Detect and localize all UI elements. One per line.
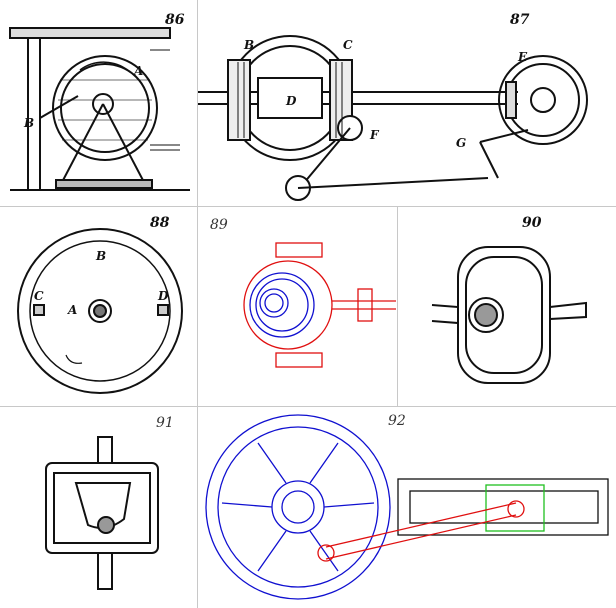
figure-88-number: 88 xyxy=(150,215,170,231)
divider-v-top xyxy=(197,0,198,206)
figure-88-label-b: B xyxy=(96,249,107,263)
figure-87-number: 87 xyxy=(510,12,530,28)
figure-87-label-b: B xyxy=(244,38,255,52)
figure-87-label-f: F xyxy=(370,128,379,142)
figure-91-number: 91 xyxy=(156,415,174,431)
divider-h-1 xyxy=(0,206,616,207)
divider-v-bottom xyxy=(197,406,198,608)
figure-87-label-e: E xyxy=(518,50,528,64)
figure-90-number: 90 xyxy=(522,215,542,231)
figure-88: 88 B A C D xyxy=(0,207,197,406)
divider-h-2 xyxy=(0,406,616,407)
figure-87-label-g: G xyxy=(456,136,467,150)
figure-86: 86 A B xyxy=(0,0,197,206)
figure-89-number: 89 xyxy=(210,217,228,233)
figure-92: 92 xyxy=(198,407,616,608)
figure-86-drawing xyxy=(9,27,190,191)
figure-87: 87 B C D E F G xyxy=(198,0,616,206)
figure-88-label-d: D xyxy=(158,289,169,303)
figure-91-drawing xyxy=(45,436,159,590)
figure-86-label-a: A xyxy=(134,64,144,78)
figure-91: 91 xyxy=(0,407,197,608)
divider-v-mid-1 xyxy=(197,206,198,406)
figure-89: 89 xyxy=(198,207,397,406)
figure-90: 90 xyxy=(398,207,616,406)
figure-88-drawing xyxy=(17,228,183,394)
figure-92-number: 92 xyxy=(388,413,406,429)
figure-87-drawing xyxy=(198,35,588,201)
figure-86-label-b: B xyxy=(24,116,35,130)
figure-88-label-c: C xyxy=(34,289,44,303)
figure-90-drawing xyxy=(431,246,587,384)
figure-88-label-a: A xyxy=(68,303,78,317)
divider-v-mid-2 xyxy=(397,206,398,406)
figure-86-number: 86 xyxy=(165,12,185,28)
figure-87-label-c: C xyxy=(343,38,353,52)
figure-92-drawing xyxy=(205,414,609,600)
figure-87-label-d: D xyxy=(286,94,297,108)
figure-89-drawing xyxy=(243,242,396,368)
